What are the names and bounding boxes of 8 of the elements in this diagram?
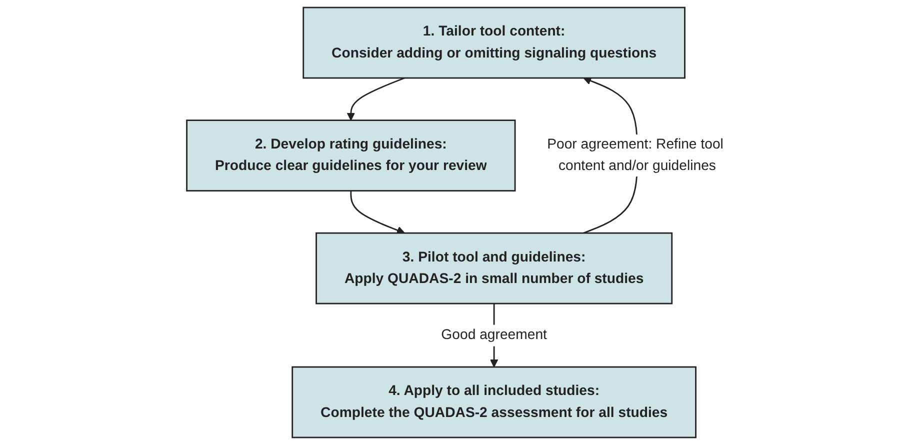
node-box: 2. Develop rating guidelines: Produce clear guidelines for your review bbox=[186, 120, 516, 192]
node-box: 1. Tailor tool content: Consider adding or omitting signaling questions bbox=[302, 6, 686, 79]
edge-label: Good agreement bbox=[441, 326, 547, 343]
edge-label: Poor agreement: Refine tool content and/or guidelines bbox=[547, 136, 724, 174]
arrow bbox=[350, 190, 405, 234]
node-box: 4. Apply to all included studies: Complete the QUADAS-2 assessment for all studies bbox=[292, 366, 696, 438]
node-box: 3. Pilot tool and guidelines: Apply QUADAS-2 in small number of studies bbox=[316, 232, 673, 304]
arrow bbox=[346, 77, 405, 121]
